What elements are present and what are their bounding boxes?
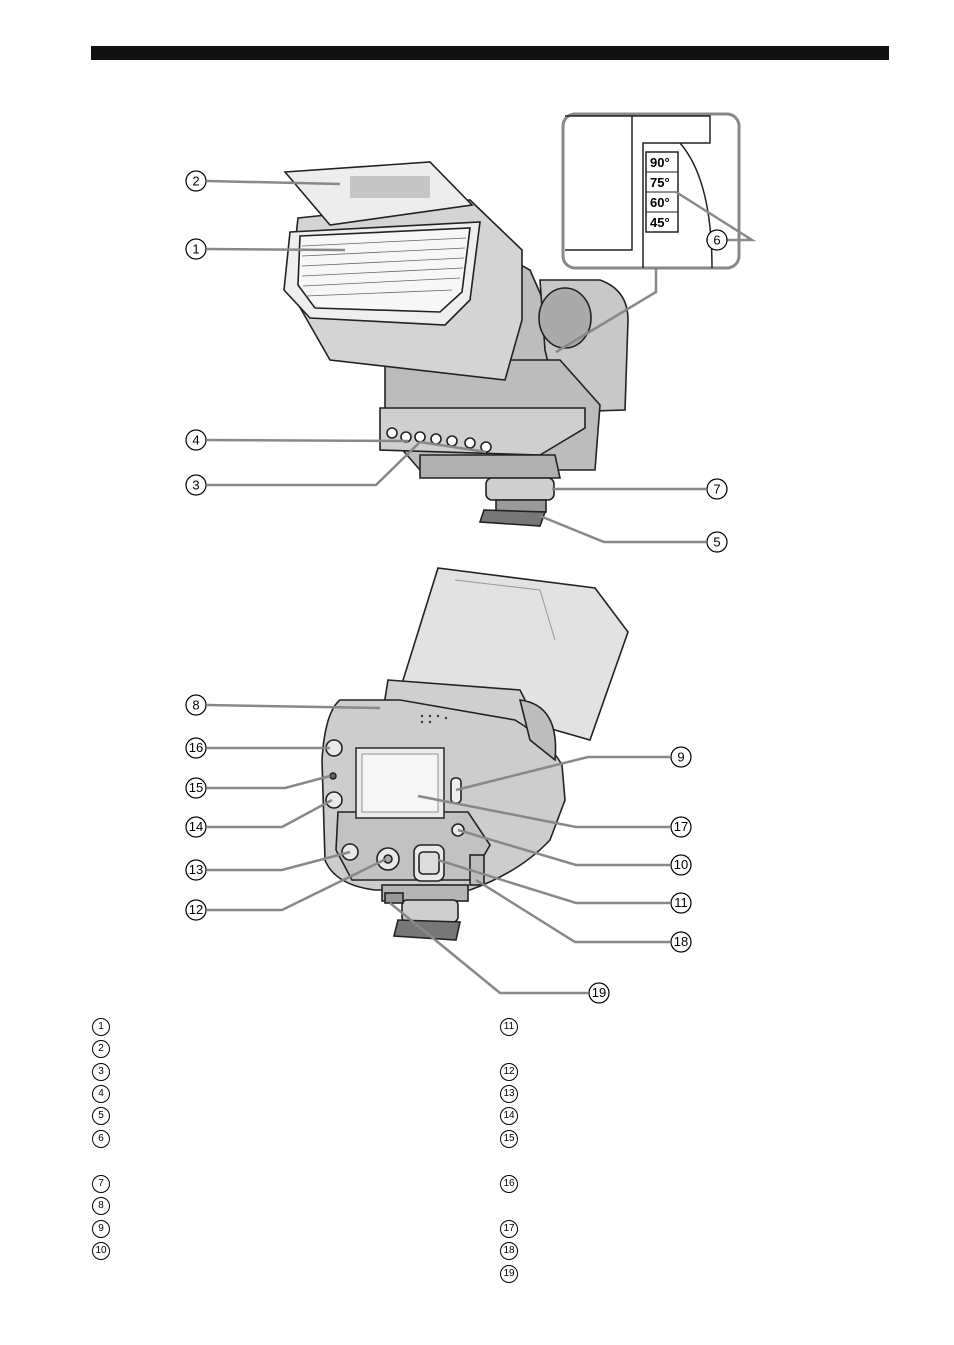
callout-15: 15: [185, 777, 207, 799]
legend-item-13: 13: [500, 1085, 518, 1103]
svg-text:11: 11: [674, 895, 688, 910]
callout-7: 7: [706, 478, 728, 500]
angle-label-60: 60°: [650, 195, 670, 210]
svg-text:19: 19: [592, 985, 606, 1000]
callout-markers: 2 1 4 3 6 7 5 8 16 15 14 13 12 9 17 10 1…: [185, 170, 728, 1004]
callout-18: 18: [670, 931, 692, 953]
rear-view-illustration: [321, 567, 629, 941]
svg-text:4: 4: [192, 433, 199, 448]
legend-item-1: 1: [92, 1018, 110, 1036]
callout-17: 17: [670, 816, 692, 838]
svg-text:9: 9: [677, 750, 684, 765]
legend-item-5: 5: [92, 1107, 110, 1125]
svg-text:16: 16: [189, 740, 203, 755]
svg-text:7: 7: [713, 482, 720, 497]
legend-item-9: 9: [92, 1220, 110, 1238]
legend-item-3: 3: [92, 1063, 110, 1081]
svg-text:17: 17: [674, 819, 688, 834]
callout-14: 14: [185, 816, 207, 838]
callout-8: 8: [185, 694, 207, 716]
svg-text:3: 3: [192, 478, 199, 493]
legend-item-10: 10: [92, 1242, 110, 1260]
legend-item-11: 11: [500, 1018, 518, 1036]
legend-item-17: 17: [500, 1220, 518, 1238]
callout-12: 12: [185, 899, 207, 921]
legend-item-8: 8: [92, 1197, 110, 1215]
svg-text:2: 2: [192, 174, 199, 189]
svg-text:15: 15: [189, 780, 203, 795]
angle-label-90: 90°: [650, 155, 670, 170]
legend-item-4: 4: [92, 1085, 110, 1103]
callout-5: 5: [706, 531, 728, 553]
callout-4: 4: [185, 429, 207, 451]
svg-text:13: 13: [189, 862, 203, 877]
callout-10: 10: [670, 854, 692, 876]
header-rule: [91, 46, 889, 60]
legend-item-6: 6: [92, 1130, 110, 1148]
svg-text:12: 12: [189, 902, 203, 917]
angle-label-45: 45°: [650, 215, 670, 230]
svg-text:18: 18: [674, 934, 688, 949]
legend-item-7: 7: [92, 1175, 110, 1193]
svg-text:6: 6: [713, 233, 720, 248]
callout-19: 19: [588, 982, 610, 1004]
legend-item-2: 2: [92, 1040, 110, 1058]
angle-scale-inset: 90° 75° 60° 45°: [555, 112, 741, 354]
legend-item-14: 14: [500, 1107, 518, 1125]
legend-item-16: 16: [500, 1175, 518, 1193]
callout-2: 2: [185, 170, 207, 192]
legend-item-15: 15: [500, 1130, 518, 1148]
leader-lines: [206, 179, 757, 995]
legend-item-12: 12: [500, 1063, 518, 1081]
svg-text:8: 8: [192, 698, 199, 713]
callout-6: 6: [706, 229, 728, 251]
callout-16: 16: [185, 737, 207, 759]
svg-text:10: 10: [674, 857, 688, 872]
svg-text:5: 5: [713, 535, 720, 550]
callout-1: 1: [185, 238, 207, 260]
svg-text:1: 1: [192, 242, 199, 257]
callout-11: 11: [670, 892, 692, 914]
svg-text:14: 14: [189, 819, 203, 834]
angle-label-75: 75°: [650, 175, 670, 190]
callout-13: 13: [185, 859, 207, 881]
callout-9: 9: [670, 746, 692, 768]
callout-3: 3: [185, 474, 207, 496]
legend-item-19: 19: [500, 1265, 518, 1283]
legend-item-18: 18: [500, 1242, 518, 1260]
